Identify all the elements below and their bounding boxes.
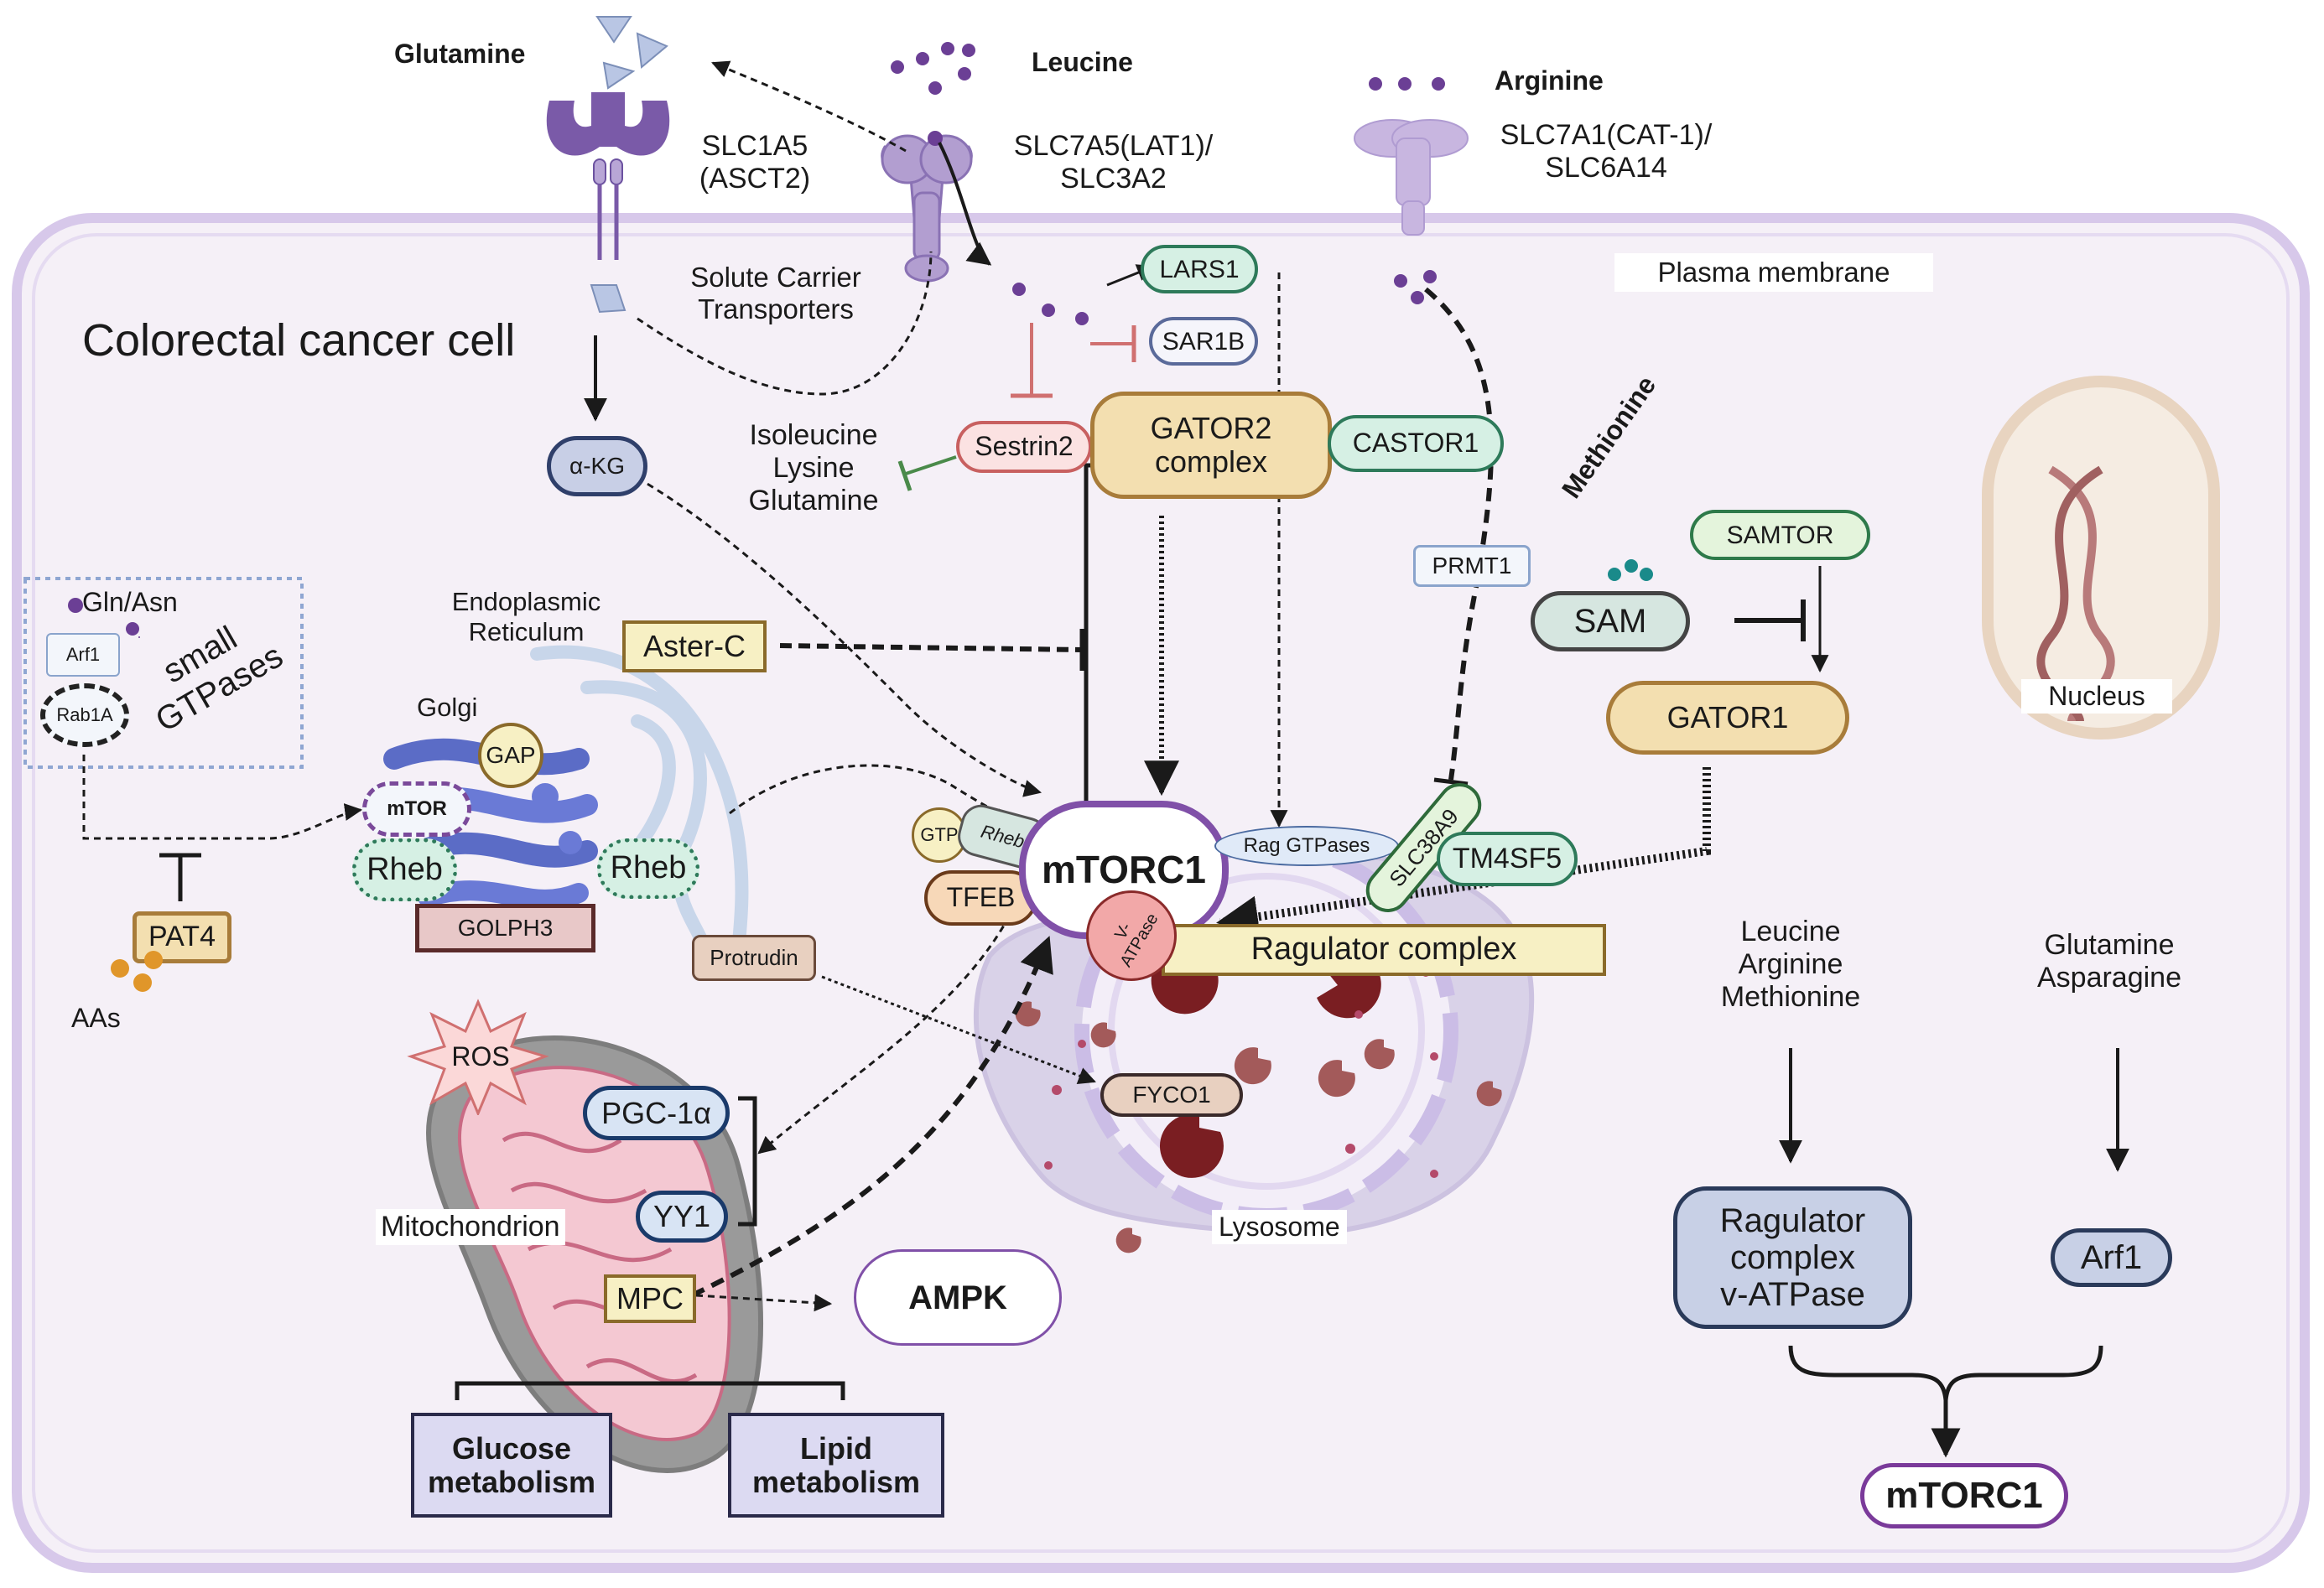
- gln-asp-label: Glutamine Asparagine: [2036, 929, 2181, 994]
- glucose-metabolism-node: Glucose metabolism: [411, 1413, 612, 1518]
- leu-arg-met-label: Leucine Arginine Methionine: [1720, 916, 1861, 1014]
- plasma-membrane-label: Plasma membrane: [1614, 253, 1933, 292]
- slc1a5-label: SLC1A5 (ASCT2): [699, 130, 811, 195]
- pat4-node: PAT4: [133, 911, 231, 963]
- cell-title: Colorectal cancer cell: [82, 315, 516, 366]
- arf1-small-node: Arf1: [46, 633, 120, 677]
- arginine-label: Arginine: [1495, 65, 1604, 96]
- castor1-node: CASTOR1: [1328, 415, 1504, 472]
- glutamine-triangles-icon: [590, 16, 668, 314]
- golgi-label: Golgi: [417, 693, 478, 722]
- inhibition-arrows: [897, 323, 1136, 491]
- gap-node: GAP: [478, 723, 543, 788]
- lipid-metabolism-node: Lipid metabolism: [728, 1413, 944, 1518]
- tm4sf5-node: TM4SF5: [1437, 832, 1578, 886]
- mpc-node: MPC: [604, 1274, 696, 1323]
- rag-gtpases-node: Rag GTPases: [1214, 826, 1399, 866]
- mtor-small-node: mTOR: [362, 781, 471, 837]
- sar1b-node: SAR1B: [1149, 317, 1258, 366]
- rab1a-node: Rab1A: [40, 683, 129, 747]
- solute-carrier-label: Solute Carrier Transporters: [690, 262, 861, 324]
- aas-dots-icon: [111, 951, 163, 992]
- leucine-dots-icon: [891, 42, 1089, 325]
- arginine-dots-icon: [1369, 77, 1445, 304]
- fyco1-node: FYCO1: [1100, 1073, 1243, 1117]
- mtorc1-right-node: mTORC1: [1860, 1463, 2068, 1528]
- slc7a5-label: SLC7A5(LAT1)/ SLC3A2: [1013, 130, 1214, 195]
- ampk-node: AMPK: [854, 1249, 1062, 1346]
- isoleucine-lysine-glutamine-label: Isoleucine Lysine Glutamine: [748, 419, 879, 517]
- lars1-node: LARS1: [1141, 245, 1258, 293]
- arf1-right-node: Arf1: [2051, 1228, 2172, 1287]
- slc1a5-transporter-icon: [546, 92, 670, 260]
- nucleus-label: Nucleus: [2021, 679, 2172, 714]
- leucine-label: Leucine: [1032, 47, 1133, 77]
- sestrin2-node: Sestrin2: [956, 421, 1092, 473]
- prmt1-node: PRMT1: [1413, 545, 1531, 587]
- slc7a1-transporter-icon: [1354, 119, 1469, 236]
- aas-label: AAs: [71, 1003, 121, 1033]
- tfeb-node: TFEB: [924, 870, 1037, 926]
- lysosome-label: Lysosome: [1212, 1210, 1347, 1244]
- small-gtpases-box: [23, 577, 304, 769]
- er-label: Endoplasmic Reticulum: [451, 587, 601, 646]
- gator1-node: GATOR1: [1606, 681, 1849, 755]
- ros-burst-icon: [407, 999, 549, 1115]
- sam-dots-icon: [1608, 559, 1653, 581]
- mitochondrion-label: Mitochondrion: [376, 1209, 565, 1246]
- gator2-complex-node: GATOR2 complex: [1090, 392, 1332, 499]
- mitochondrion-icon: [426, 1035, 763, 1473]
- slc7a1-label: SLC7A1(CAT-1)/ SLC6A14: [1500, 119, 1713, 184]
- yy1-node: YY1: [636, 1191, 728, 1243]
- aster-c-node: Aster-C: [622, 620, 767, 672]
- rheb-golgi-node: Rheb: [352, 838, 457, 901]
- er-icon: [530, 645, 749, 963]
- ros-node: ROS: [451, 1041, 510, 1072]
- gln-asn-label: Gln/Asn: [82, 587, 178, 617]
- ragulator-complex-node: Ragulator complex: [1162, 924, 1606, 976]
- rheb-er-node: Rheb: [597, 838, 699, 899]
- golph3-node: GOLPH3: [415, 904, 595, 952]
- akg-node: α-KG: [547, 436, 647, 496]
- protrudin-node: Protrudin: [692, 935, 816, 981]
- ragulator-vatpase-node: Ragulator complex v-ATPase: [1673, 1186, 1912, 1329]
- samtor-node: SAMTOR: [1690, 510, 1870, 560]
- glutamine-label: Glutamine: [394, 39, 526, 69]
- pgc1a-node: PGC-1α: [583, 1086, 730, 1140]
- sam-node: SAM: [1531, 591, 1690, 651]
- gln-asn-dots-icon: [68, 598, 140, 638]
